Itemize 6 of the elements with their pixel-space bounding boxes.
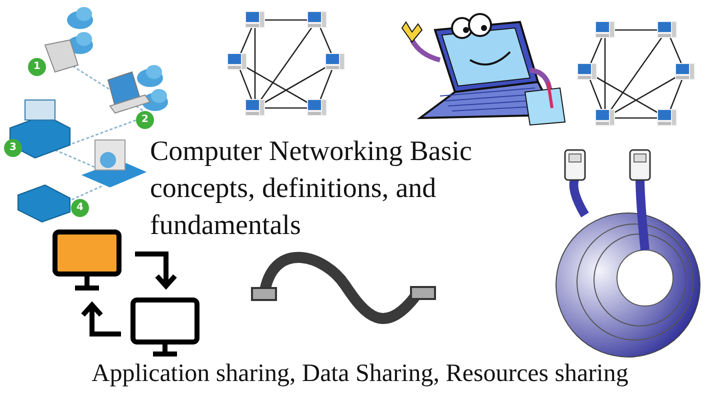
callout-number: 3 <box>4 139 22 157</box>
callout-number: 2 <box>136 111 154 129</box>
title: Computer Networking Basic concepts, definitions, and fundamentals <box>150 135 473 243</box>
caption: Application sharing, Data Sharing, Resources sharing <box>90 359 630 389</box>
callout-number: 4 <box>71 199 89 217</box>
callout-number: 1 <box>28 58 46 76</box>
